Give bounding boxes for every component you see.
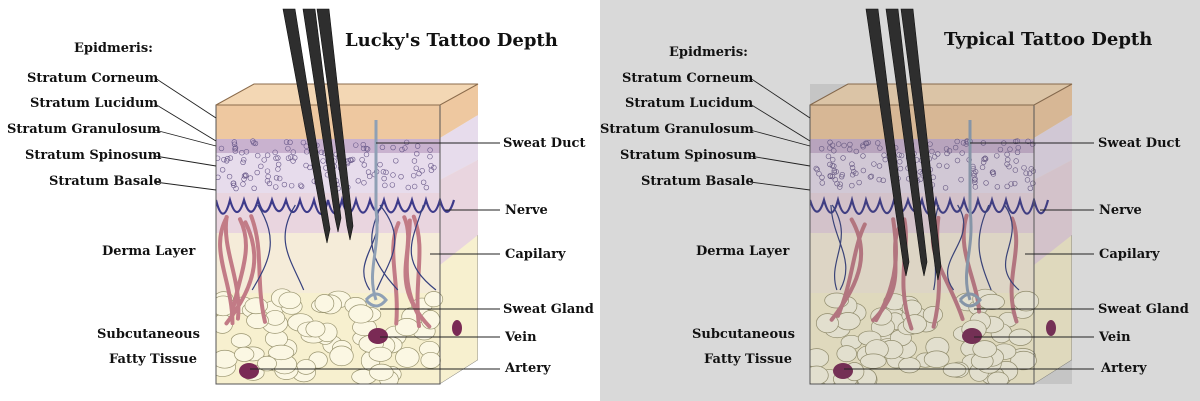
leader-line xyxy=(154,77,217,119)
label-stratum-granulosum: Stratum Granulosum xyxy=(7,122,161,137)
leader-line xyxy=(749,155,811,167)
nerve-fiber xyxy=(947,204,965,291)
label-epidermis: Epidmeris: xyxy=(669,45,748,60)
capillary xyxy=(223,215,241,321)
nerve-fiber xyxy=(410,204,437,291)
leader-line xyxy=(154,129,217,147)
sweat-gland xyxy=(958,292,982,308)
label-stratum-corneum: Stratum Corneum xyxy=(27,71,158,86)
label-subcutaneous: Subcutaneous xyxy=(692,327,795,342)
leader-line xyxy=(749,77,811,119)
vessel-side xyxy=(1046,320,1056,336)
nerve-fiber xyxy=(831,204,842,291)
tattoo-needle xyxy=(302,8,342,233)
label-subcutaneous: Subcutaneous xyxy=(97,327,200,342)
label-derma-layer: Derma Layer xyxy=(696,244,789,259)
artery xyxy=(239,363,259,379)
sweat-gland xyxy=(364,292,388,308)
label-vein: Vein xyxy=(504,330,537,345)
tattoo-needle xyxy=(865,8,910,277)
label-capilary: Capilary xyxy=(1099,247,1160,262)
capillary xyxy=(829,217,864,322)
tattoo-needle xyxy=(885,8,928,277)
capillary xyxy=(229,217,248,321)
vessel-side xyxy=(452,320,462,336)
label-artery: Artery xyxy=(1100,361,1147,376)
label-vein: Vein xyxy=(1098,330,1131,345)
capillary xyxy=(249,214,267,324)
nerve-fiber xyxy=(376,204,396,291)
nerve-fiber xyxy=(284,204,305,291)
label-stratum-lucidum: Stratum Lucidum xyxy=(30,96,158,111)
sweat-duct xyxy=(965,120,973,301)
label-sweat-duct: Sweat Duct xyxy=(1098,136,1180,151)
skin-cross-section xyxy=(749,8,1094,385)
panel-title: Typical Tattoo Depth xyxy=(944,29,1152,50)
label-stratum-granulosum: Stratum Granulosum xyxy=(600,122,754,137)
top-face xyxy=(215,83,479,106)
tattoo-needle xyxy=(900,8,942,281)
skin-layers xyxy=(216,84,478,384)
tattoo-needle xyxy=(316,8,354,241)
label-capilary: Capilary xyxy=(505,247,566,262)
label-stratum-basale: Stratum Basale xyxy=(49,174,162,189)
label-stratum-lucidum: Stratum Lucidum xyxy=(625,96,753,111)
nerve-fiber xyxy=(1004,204,1020,291)
top-face xyxy=(809,83,1073,106)
leader-line xyxy=(154,181,217,191)
panel-title: Lucky's Tattoo Depth xyxy=(345,30,558,51)
leader-line xyxy=(749,181,811,191)
leader-line xyxy=(749,103,811,142)
nerve-fiber xyxy=(830,204,847,291)
label-sweat-gland: Sweat Gland xyxy=(1098,302,1189,317)
label-stratum-corneum: Stratum Corneum xyxy=(622,71,753,86)
skin-cross-section xyxy=(154,8,500,385)
capillary xyxy=(391,221,401,326)
nerve-fiber xyxy=(978,204,992,291)
gray-tint xyxy=(810,84,1072,384)
nerve-fiber xyxy=(251,204,271,291)
leader-line xyxy=(154,103,217,142)
leader-line xyxy=(154,155,217,167)
tattoo-needle xyxy=(282,8,331,244)
label-stratum-basale: Stratum Basale xyxy=(641,174,754,189)
vein xyxy=(368,328,388,344)
sweat-duct xyxy=(371,120,379,301)
label-fatty-tissue: Fatty Tissue xyxy=(704,352,792,367)
capillary xyxy=(411,214,422,329)
capillary xyxy=(224,220,257,326)
label-sweat-gland: Sweat Gland xyxy=(503,302,594,317)
label-derma-layer: Derma Layer xyxy=(102,244,195,259)
label-sweat-duct: Sweat Duct xyxy=(503,136,585,151)
artery xyxy=(833,363,853,379)
label-epidermis: Epidmeris: xyxy=(74,41,153,56)
leader-line xyxy=(749,129,811,147)
label-stratum-spinosum: Stratum Spinosum xyxy=(25,148,162,163)
capillary xyxy=(874,217,898,323)
label-stratum-spinosum: Stratum Spinosum xyxy=(620,148,757,163)
label-artery: Artery xyxy=(504,361,551,376)
label-fatty-tissue: Fatty Tissue xyxy=(109,352,197,367)
vein xyxy=(962,328,982,344)
label-nerve: Nerve xyxy=(1099,203,1142,218)
label-nerve: Nerve xyxy=(505,203,548,218)
